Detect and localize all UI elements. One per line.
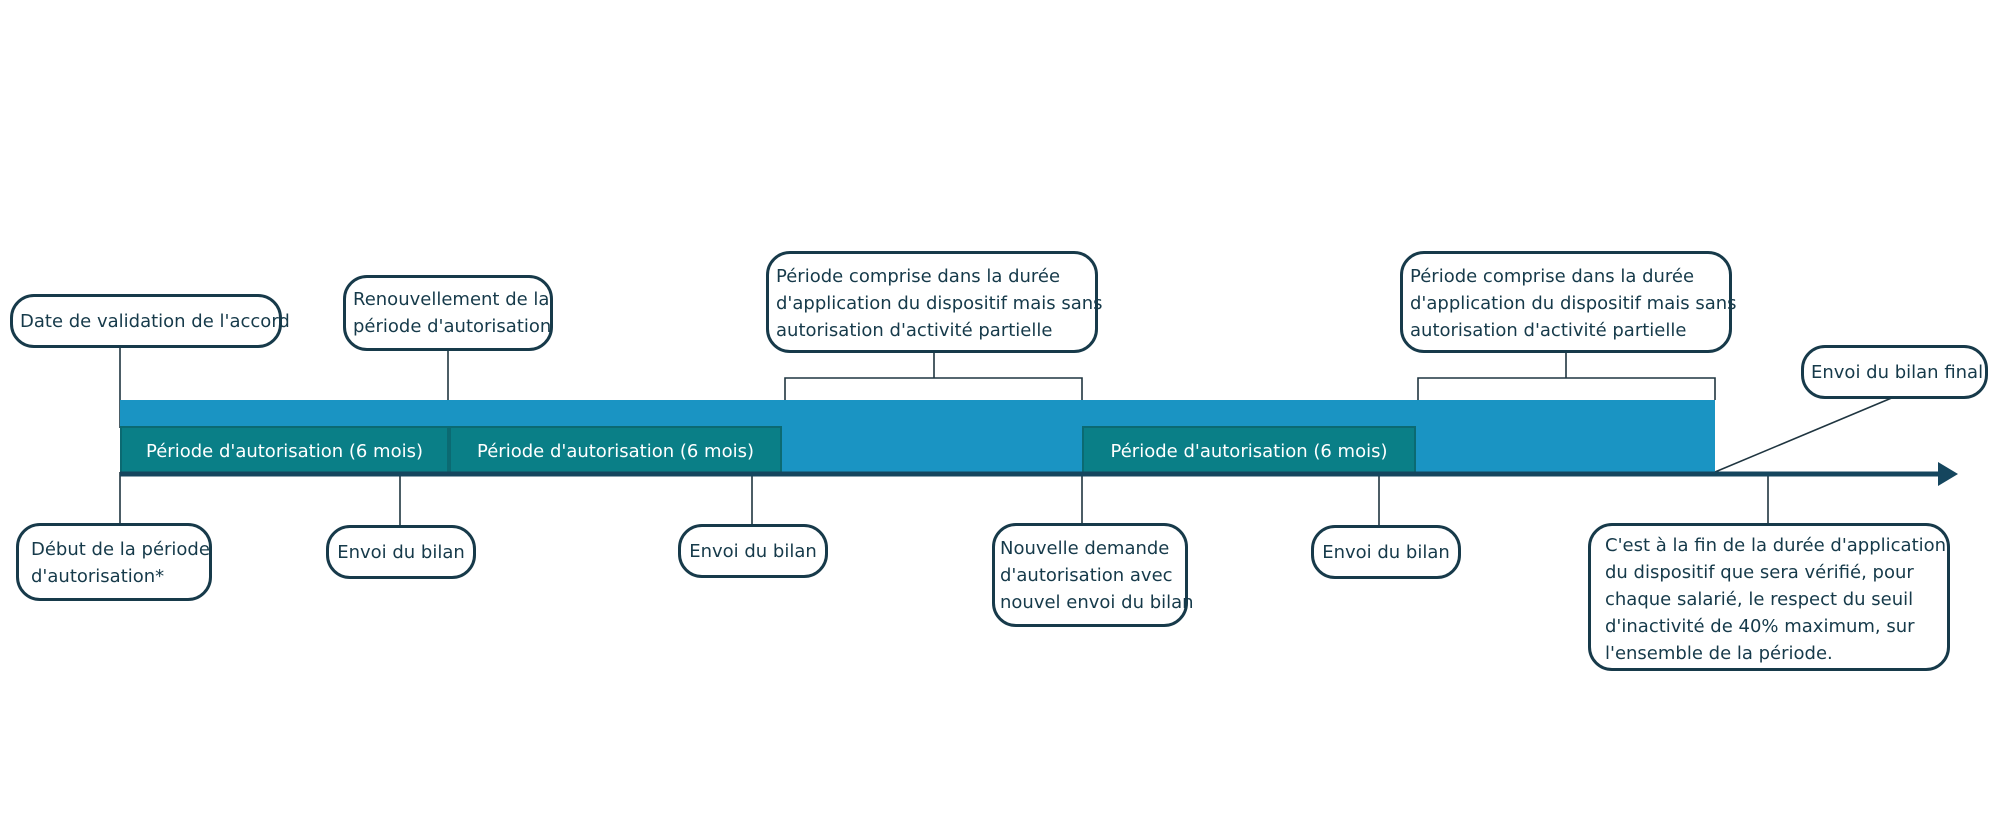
callout-report-1: Envoi du bilan (326, 525, 476, 579)
callout-text: Envoi du bilan final (1811, 362, 1984, 383)
callout-validation-date: Date de validation de l'accord (10, 294, 290, 348)
callout-line: du dispositif que sera vérifié, pour (1605, 562, 1914, 583)
callout-end-note: C'est à la fin de la durée d'application… (1588, 523, 1950, 671)
callout-line: Début de la période (31, 539, 210, 560)
callout-start-period: Début de la période d'autorisation* (16, 523, 212, 601)
authorization-period-1: Période d'autorisation (6 mois) (120, 426, 449, 474)
callout-line: nouvel envoi du bilan (1000, 592, 1194, 613)
callout-text: Date de validation de l'accord (20, 311, 290, 332)
callout-new-request: Nouvelle demande d'autorisation avec nou… (992, 523, 1194, 627)
callout-line: Période comprise dans la durée (1410, 266, 1695, 287)
arrow-head-icon (1938, 462, 1958, 486)
callout-line: d'application du dispositif mais sans (776, 293, 1103, 314)
callout-line: d'application du dispositif mais sans (1410, 293, 1737, 314)
callout-text: Envoi du bilan (689, 541, 817, 562)
callout-line: d'autorisation* (31, 566, 165, 587)
callout-line: période d'autorisation (353, 316, 552, 337)
callout-final-report: Envoi du bilan final (1801, 345, 1988, 399)
callout-line: d'inactivité de 40% maximum, sur (1605, 616, 1915, 637)
callout-line: Nouvelle demande (1000, 538, 1170, 559)
callout-line: chaque salarié, le respect du seuil (1605, 589, 1914, 610)
callout-gap-period-2: Période comprise dans la durée d'applica… (1400, 251, 1737, 353)
authorization-period-2: Période d'autorisation (6 mois) (449, 426, 782, 474)
callout-line: autorisation d'activité partielle (776, 320, 1053, 341)
callout-line: C'est à la fin de la durée d'application (1605, 535, 1947, 556)
callout-report-2: Envoi du bilan (678, 524, 828, 578)
callout-line: autorisation d'activité partielle (1410, 320, 1687, 341)
connector-final-report (1714, 396, 1895, 473)
callout-gap-period-1: Période comprise dans la durée d'applica… (766, 251, 1103, 353)
callout-text: Envoi du bilan (1322, 542, 1450, 563)
callout-text: Envoi du bilan (337, 542, 465, 563)
callout-report-3: Envoi du bilan (1311, 525, 1461, 579)
callout-line: d'autorisation avec (1000, 565, 1173, 586)
callout-renewal: Renouvellement de la période d'autorisat… (343, 275, 553, 351)
authorization-period-3: Période d'autorisation (6 mois) (1082, 426, 1416, 474)
callout-line: Renouvellement de la (353, 289, 550, 310)
callout-line: l'ensemble de la période. (1605, 643, 1833, 664)
callout-line: Période comprise dans la durée (776, 266, 1061, 287)
